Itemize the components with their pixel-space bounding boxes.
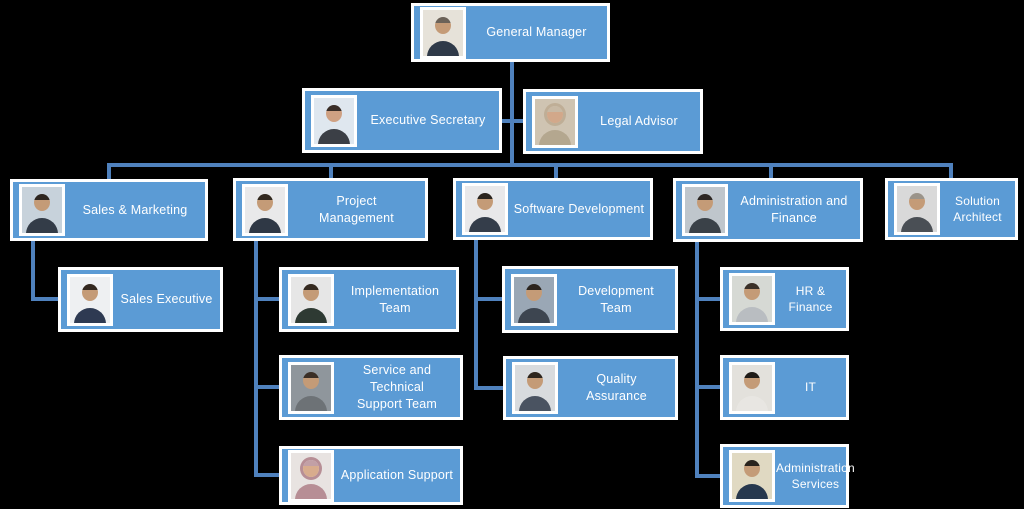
- org-node-label: Sales & Marketing: [82, 202, 188, 217]
- avatar-photo: [67, 273, 113, 326]
- org-node-quality-assurance: Quality Assurance: [503, 356, 678, 420]
- org-node-label: Application Support: [340, 468, 454, 483]
- org-node-label: HR & Finance: [788, 283, 833, 314]
- person-portrait: [291, 276, 331, 323]
- avatar-photo: [729, 450, 775, 502]
- person-portrait: [732, 364, 772, 411]
- org-node-label: Administration Services: [776, 460, 855, 491]
- org-node-administration-finance: Administration and Finance: [673, 178, 863, 242]
- org-node-sales-executive: Sales Executive: [58, 267, 223, 332]
- person-portrait: [314, 97, 354, 144]
- avatar-photo: [511, 273, 557, 326]
- org-node-label: Sales Executive: [120, 292, 213, 307]
- avatar-photo: [512, 362, 558, 414]
- avatar-photo: [288, 361, 334, 414]
- org-node-label: Quality Assurance: [586, 372, 647, 403]
- org-node-label: Development Team: [578, 283, 654, 315]
- person-portrait: [70, 276, 110, 323]
- person-portrait: [732, 276, 772, 322]
- person-portrait: [22, 187, 62, 233]
- person-portrait: [515, 365, 555, 411]
- org-node-sales-marketing: Sales & Marketing: [10, 179, 208, 241]
- person-portrait: [291, 452, 331, 499]
- avatar-photo: [462, 183, 508, 235]
- person-portrait: [291, 364, 331, 411]
- org-node-application-support: Application Support: [279, 446, 463, 505]
- org-node-label: Project Management: [319, 193, 394, 225]
- org-node-it: IT: [720, 355, 849, 420]
- avatar-photo: [420, 6, 466, 59]
- person-portrait: [245, 186, 285, 233]
- avatar-photo: [19, 184, 65, 236]
- org-node-label: Executive Secretary: [370, 113, 486, 128]
- person-portrait: [514, 276, 554, 323]
- person-portrait: [897, 186, 937, 232]
- avatar-photo: [311, 94, 357, 147]
- avatar-photo: [288, 449, 334, 502]
- person-portrait: [535, 98, 575, 145]
- org-node-label: Legal Advisor: [600, 114, 678, 129]
- person-portrait: [685, 187, 725, 233]
- org-node-label: General Manager: [486, 25, 587, 40]
- org-node-executive-secretary: Executive Secretary: [302, 88, 502, 153]
- org-node-label: Software Development: [513, 201, 645, 216]
- org-node-implementation-team: Implementation Team: [279, 267, 459, 332]
- org-node-development-team: Development Team: [502, 266, 678, 333]
- org-node-label: Administration and Finance: [740, 194, 848, 225]
- org-node-administration-services: Administration Services: [720, 444, 855, 508]
- avatar-photo: [242, 183, 288, 236]
- org-node-general-manager: General Manager: [411, 3, 610, 62]
- person-portrait: [423, 9, 463, 56]
- avatar-photo: [729, 273, 775, 325]
- org-node-service-technical-support-team: Service and Technical Support Team: [279, 355, 463, 420]
- org-node-software-development: Software Development: [453, 178, 653, 240]
- org-node-label: Solution Architect: [953, 193, 1002, 224]
- avatar-photo: [682, 184, 728, 236]
- avatar-photo: [532, 95, 578, 148]
- org-node-label: Service and Technical Support Team: [357, 363, 437, 411]
- avatar-photo: [894, 183, 940, 235]
- org-node-hr-finance: HR & Finance: [720, 267, 849, 331]
- org-node-label: Implementation Team: [350, 283, 440, 315]
- avatar-photo: [288, 273, 334, 326]
- person-portrait: [732, 453, 772, 499]
- org-node-legal-advisor: Legal Advisor: [523, 89, 703, 154]
- org-node-label: IT: [804, 380, 817, 395]
- avatar-photo: [729, 361, 775, 414]
- org-node-project-management: Project Management: [233, 178, 428, 241]
- org-node-solution-architect: Solution Architect: [885, 178, 1018, 240]
- person-portrait: [465, 186, 505, 232]
